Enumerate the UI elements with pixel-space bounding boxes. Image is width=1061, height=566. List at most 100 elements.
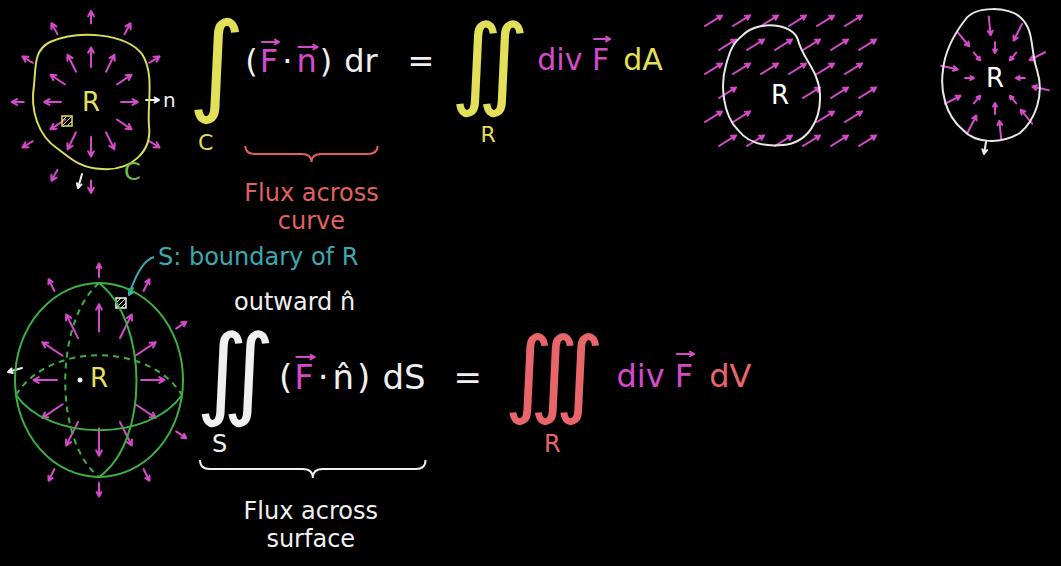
outline-stroke: [33, 35, 150, 169]
field-arrow: [965, 76, 974, 80]
integral-bound: R: [544, 432, 561, 456]
outline-stroke: [15, 283, 183, 477]
field-arrow: [859, 39, 876, 50]
leader-line: [129, 257, 154, 295]
boundary-note: S: boundary of R: [158, 245, 358, 269]
field-arrow: [117, 120, 132, 130]
field-arrow: [733, 63, 750, 74]
curly-brace: [245, 146, 377, 162]
integral-bound: R: [480, 124, 495, 146]
integral-bound: C: [198, 132, 213, 154]
divergence-term: div F: [616, 360, 693, 392]
normal-label: n: [163, 90, 176, 110]
region-label: R: [82, 89, 100, 115]
field-arrow: [48, 469, 54, 481]
region-label: R: [90, 365, 108, 391]
normal-arrow: [77, 174, 82, 188]
field-arrow: [135, 404, 155, 418]
normal-arrow: [146, 98, 159, 103]
field-arrow: [719, 135, 736, 146]
unit-normal: n̂: [333, 360, 355, 394]
field-arrow: [22, 57, 32, 63]
field-arrow: [845, 15, 862, 26]
vector-arrow: [677, 352, 694, 357]
integral-sign: ∬: [450, 12, 529, 112]
field-arrow: [831, 39, 848, 50]
field-arrow: [705, 111, 722, 122]
normal-arrow: [982, 142, 987, 154]
field-arrow: [997, 121, 1002, 140]
field-arrow: [789, 15, 806, 26]
field-arrow: [117, 75, 132, 85]
field-arrow: [993, 42, 997, 53]
field-arrow: [96, 304, 102, 331]
vector-symbol: F: [260, 45, 278, 77]
region-blob: R: [28, 30, 153, 175]
integral-sign: ∬: [196, 322, 275, 422]
field-arrow: [67, 55, 76, 72]
field-arrow: [125, 23, 131, 34]
field-arrow: [106, 132, 115, 149]
field-arrow: [859, 87, 876, 98]
curly-brace: [200, 460, 426, 478]
dot-operator: ·: [282, 45, 292, 77]
field-arrow: [789, 63, 806, 74]
field-arrow: [50, 75, 65, 85]
field-arrow: [845, 111, 862, 122]
equals-sign: =: [408, 45, 435, 77]
outline-stroke: [16, 395, 182, 430]
paren: ): [320, 45, 332, 77]
field-arrow: [42, 342, 62, 356]
field-arrow: [974, 53, 980, 61]
vector-arrow: [594, 37, 610, 42]
curve-label: C: [124, 160, 141, 184]
field-arrow: [1010, 96, 1016, 104]
field-arrows: [8, 11, 1049, 496]
solid-region: R: [14, 282, 184, 478]
field-arrow: [831, 87, 848, 98]
field-arrow: [176, 322, 186, 329]
field-arrow: [33, 377, 57, 383]
field-arrow: [705, 63, 722, 74]
field-arrow: [974, 96, 980, 104]
field-arrow: [144, 279, 150, 291]
outline-stroke: [723, 25, 820, 145]
field-arrow: [719, 87, 736, 98]
field-arrow: [993, 103, 997, 114]
differential: dS: [382, 360, 425, 394]
field-arrow: [149, 57, 159, 63]
field-arrow: [88, 180, 94, 193]
field-arrow: [817, 111, 834, 122]
region-blob: R: [935, 5, 1047, 145]
normal-note: outward n̂: [234, 290, 355, 314]
field-arrow: [945, 96, 960, 104]
field-arrow: [51, 23, 57, 34]
differential: dA: [623, 45, 663, 75]
field-arrow: [968, 115, 977, 132]
region-label: R: [986, 65, 1004, 91]
paren: (: [245, 45, 257, 77]
field-arrow: [761, 63, 778, 74]
field-arrow: [817, 63, 834, 74]
field-arrow: [106, 55, 115, 72]
differential: dV: [709, 360, 751, 392]
vector-symbol: F: [294, 360, 314, 394]
field-arrow: [958, 32, 969, 46]
field-arrow: [1030, 52, 1045, 60]
integral-bound: S: [212, 432, 227, 456]
field-arrow: [121, 99, 138, 105]
region-blob: R: [718, 15, 823, 150]
region-outline: [718, 15, 823, 150]
brace-caption: Flux across curve: [236, 180, 386, 235]
field-arrow: [1016, 76, 1025, 80]
field-arrow: [803, 87, 820, 98]
field-arrow: [22, 141, 32, 147]
field-arrow: [733, 15, 750, 26]
paren: (: [279, 360, 292, 394]
field-arrow: [44, 99, 61, 105]
hidden-edge: [16, 355, 182, 395]
equals-sign: =: [454, 360, 483, 394]
dot-operator: ·: [318, 360, 329, 394]
field-arrow: [845, 63, 862, 74]
